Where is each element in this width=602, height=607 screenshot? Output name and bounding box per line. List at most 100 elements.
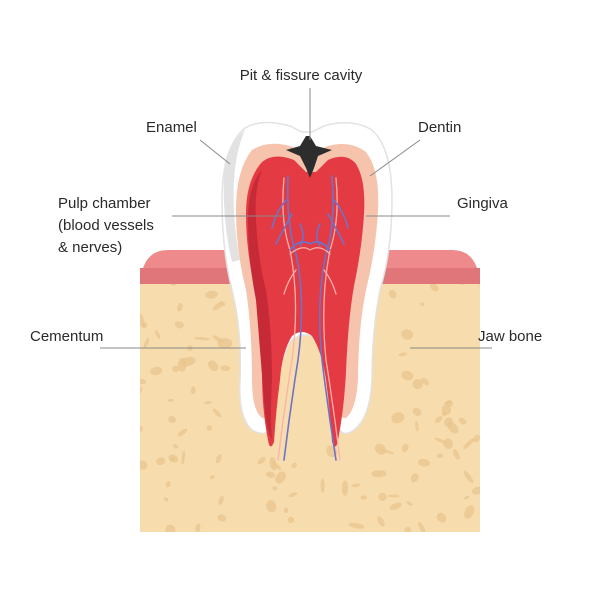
bone-spot: [401, 443, 409, 453]
bone-spot: [209, 474, 215, 480]
bone-spot: [418, 521, 426, 532]
bone-spot: [165, 481, 171, 488]
bone-spot: [150, 366, 163, 376]
bone-spot: [436, 512, 447, 523]
bone-spot: [195, 523, 201, 532]
leader-lines: [100, 88, 492, 349]
bone-spot: [212, 408, 222, 418]
label-dentin: Dentin: [418, 119, 462, 136]
bone-spot: [473, 434, 480, 443]
bone-spot: [177, 302, 183, 312]
pulp-shade: [248, 170, 272, 440]
bone-spot: [172, 444, 179, 449]
bone-spot: [463, 470, 474, 484]
pit-fissure-cavity: [286, 136, 332, 178]
bone-spot: [415, 421, 419, 432]
bone-spot: [420, 302, 425, 307]
label-cementum: Cementum: [30, 328, 104, 345]
bone-spot: [217, 514, 227, 522]
bone-spot: [404, 526, 412, 532]
bone-spot: [434, 416, 443, 423]
bone-spot: [140, 387, 143, 396]
bone-spot: [204, 400, 212, 405]
label-pulp-line-1: Pulp chamber: [58, 195, 151, 212]
bone-spot: [401, 329, 414, 340]
bone-spot: [140, 460, 148, 470]
bone-spot: [391, 412, 405, 424]
bone-spot: [165, 524, 176, 532]
bone-spot: [155, 457, 166, 466]
bone-spot: [291, 462, 298, 469]
label-jaw-bone: Jaw bone: [478, 328, 543, 345]
bone-spot: [464, 505, 475, 519]
bone-spot: [443, 438, 454, 450]
bone-spot: [388, 289, 397, 299]
bone-spot: [379, 448, 395, 455]
bone-spot: [257, 457, 266, 465]
bone-spot: [410, 473, 419, 483]
bone-spot: [471, 486, 480, 495]
bone-spot: [434, 437, 446, 444]
bone-spot: [180, 356, 196, 367]
bone-spot: [348, 522, 365, 529]
bone-spot: [389, 502, 402, 511]
bone-spot: [371, 469, 387, 478]
bone-spot: [206, 425, 213, 431]
bone-spot: [190, 386, 196, 395]
bone-spot: [437, 453, 443, 459]
bone-spot: [377, 516, 385, 527]
bone-spot: [218, 495, 224, 505]
bone-spot: [140, 312, 145, 328]
bone-spot: [417, 458, 431, 467]
label-pit-fissure-cavity: Pit & fissure cavity: [239, 67, 363, 84]
bone-spot: [272, 486, 278, 491]
bone-spot: [143, 337, 150, 349]
gingiva-shadow-right: [368, 268, 480, 284]
bone-spot: [140, 425, 143, 433]
bone-spot: [398, 352, 407, 357]
bone-spot: [463, 495, 470, 500]
bone-spot: [387, 494, 400, 498]
bone-spot: [412, 407, 422, 417]
bone-spot: [401, 370, 414, 381]
bone-spot: [207, 360, 219, 372]
bone-spot: [168, 454, 179, 463]
bone-spot: [219, 300, 226, 307]
bone-spot: [288, 492, 298, 498]
bone-spot: [351, 483, 361, 488]
leader-dentin: [369, 139, 421, 177]
bone-spot: [458, 417, 467, 425]
bone-spot: [341, 480, 349, 496]
label-pulp-chamber: Pulp chamber (blood vessels & nerves): [58, 193, 154, 259]
bone-spot: [220, 365, 231, 372]
label-gingiva: Gingiva: [457, 195, 508, 212]
bone-spot: [287, 516, 295, 524]
bone-spot: [205, 290, 218, 299]
bone-spot: [140, 378, 147, 385]
label-enamel: Enamel: [146, 119, 197, 136]
bone-spot: [155, 330, 161, 340]
bone-spot: [283, 507, 289, 514]
bone-spot: [429, 283, 439, 292]
leader-enamel: [199, 139, 231, 165]
bone-spot: [447, 421, 459, 434]
blood-vessels-and-nerves: [271, 175, 349, 461]
bone-spot: [194, 337, 211, 341]
bone-spot: [441, 404, 452, 415]
bone-spot: [177, 428, 188, 437]
bone-spot: [266, 500, 277, 513]
bone-spot: [163, 497, 169, 502]
label-pulp-line-2: (blood vessels: [58, 217, 154, 234]
bone-spot: [215, 454, 222, 464]
label-pulp-line-3: & nerves): [58, 239, 123, 256]
bone-spot: [167, 398, 175, 402]
bone-spot: [217, 338, 233, 349]
bone-spot: [174, 321, 184, 329]
gingiva-shadow: [140, 268, 252, 284]
bone-spot: [412, 379, 423, 390]
bone-spot: [463, 437, 475, 450]
bone-spot: [421, 377, 429, 386]
bone-spot: [168, 415, 177, 424]
bone-spot: [172, 365, 179, 373]
